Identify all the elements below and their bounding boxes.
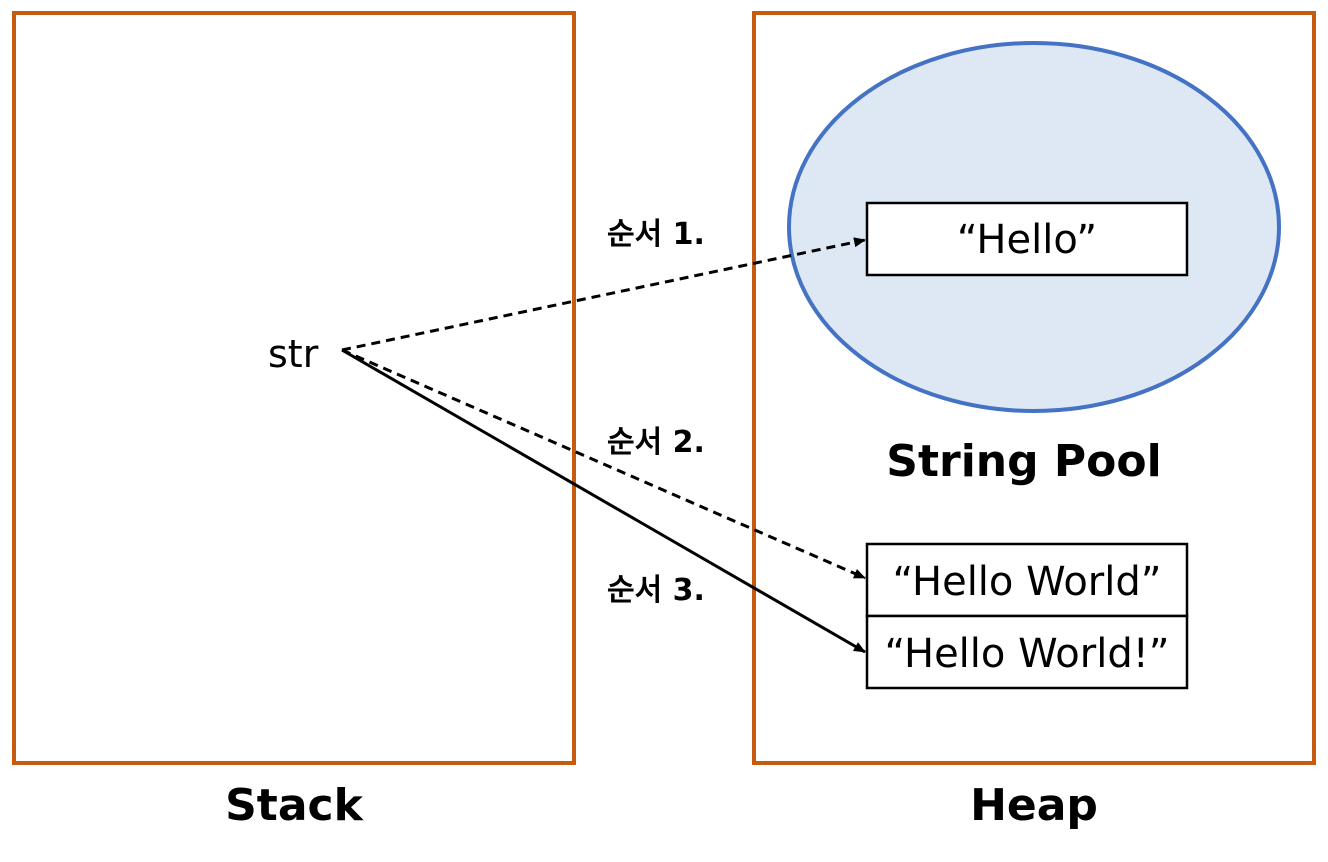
arrow-step-2 xyxy=(341,348,866,580)
heap-label: Heap xyxy=(970,780,1098,831)
step-1-label: 순서 1. xyxy=(607,217,705,252)
arrow-step-3 xyxy=(341,348,866,654)
pool-value-text: “Hello” xyxy=(957,217,1097,263)
stack-label: Stack xyxy=(225,780,364,831)
arrow-step-1 xyxy=(341,237,866,352)
stack-region xyxy=(12,11,576,765)
heap-value-box-1 xyxy=(865,542,1189,618)
heap-value-text-1: “Hello World” xyxy=(893,559,1162,605)
string-pool-label: String Pool xyxy=(886,436,1161,487)
variable-str: str xyxy=(268,332,319,376)
heap-region xyxy=(752,11,1316,765)
step-3-label: 순서 3. xyxy=(607,573,705,608)
pool-value-box xyxy=(865,201,1189,277)
heap-value-text-2: “Hello World!” xyxy=(885,631,1170,677)
heap-value-box-2 xyxy=(865,614,1189,690)
step-2-label: 순서 2. xyxy=(607,425,705,460)
